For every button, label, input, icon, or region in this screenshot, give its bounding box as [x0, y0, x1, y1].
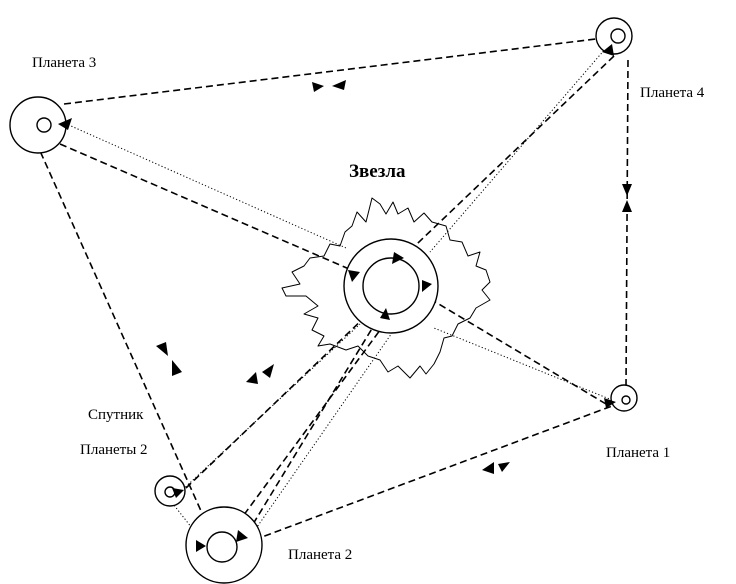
dotted-line-planet2-star [247, 329, 395, 541]
satellite-label-line1: Спутник [88, 407, 144, 423]
planet4-label: Планета 4 [640, 85, 705, 101]
arrowheads [58, 44, 632, 552]
star-inner-ring [362, 257, 420, 315]
arrow-midpoint-sat-star-a [246, 372, 258, 384]
arrow-at-planet4 [602, 44, 614, 56]
dashed-line-planet3-star [59, 143, 357, 273]
star-label: Звезла [349, 161, 406, 182]
arrow-at-star-left [348, 270, 360, 282]
dashed-line-planet1-star [421, 293, 607, 405]
dashed-line-planet4-star [397, 55, 615, 263]
arrow-at-star-top [392, 252, 404, 264]
arrow-midpoint-p3p4-right [312, 82, 324, 92]
dotted-line-planet4-star [429, 47, 607, 253]
planet3-inner-ring [36, 117, 52, 133]
dotted-line-planet1-star [433, 327, 613, 401]
dashed-line-satellite-star [185, 315, 367, 489]
dotted-line-satellite-star [177, 323, 361, 495]
planet1-label: Планета 1 [606, 445, 670, 461]
planet4-inner-ring [610, 28, 626, 44]
arrow-at-star-right [422, 280, 432, 292]
arrow-at-planet2-b [236, 530, 248, 542]
dashed-line-planet2-star-b [235, 321, 377, 553]
arrow-midpoint-sat-star-b [262, 364, 274, 378]
arrow-midpoint-p3p2-up [172, 360, 182, 376]
arrow-midpoint-p2p1-b [498, 462, 510, 472]
arrow-midpoint-p2p1-a [482, 462, 494, 474]
dashed-line-planet4-planet1 [625, 59, 629, 389]
arrow-midpoint-p3p2-down [156, 342, 168, 356]
dashed-line-planet3-planet4 [63, 37, 605, 105]
arrow-at-planet3 [58, 118, 72, 130]
arrow-at-satellite [172, 488, 184, 498]
planet1-inner-ring [621, 395, 631, 405]
planet2-label: Планета 2 [288, 547, 352, 563]
star-corona-outline [281, 197, 491, 379]
arrow-midpoint-p4p1-down [622, 184, 632, 196]
planet3-label: Планета 3 [32, 55, 96, 71]
dashed-line-planet2-star-a [217, 321, 387, 551]
dashed-line-planet3-planet2 [35, 141, 215, 541]
arrow-midpoint-p3p4-left [332, 80, 346, 90]
arrow-at-star-bottom [380, 308, 390, 320]
dotted-line-planet3-star [61, 121, 347, 249]
arrow-midpoint-p4p1-up [622, 200, 632, 212]
arrow-at-planet2-a [196, 540, 206, 552]
dashed-line-planet2-planet1 [253, 405, 613, 541]
planet2-inner-ring [206, 531, 238, 563]
arrow-at-planet1 [604, 398, 616, 408]
satellite-label-line2: Планеты 2 [80, 442, 148, 458]
